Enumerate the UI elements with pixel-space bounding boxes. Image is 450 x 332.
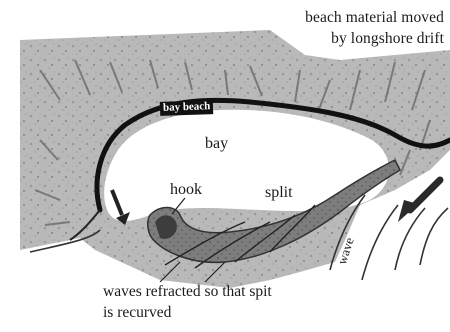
caption-line-1: waves refracted so that spit	[103, 284, 272, 300]
top-note-line-2: by longshore drift	[331, 31, 444, 47]
spit-label: split	[265, 185, 293, 201]
bay-beach-label: bay beach	[160, 100, 214, 116]
bay-label: bay	[205, 136, 228, 152]
top-note-line-1: beach material moved	[305, 10, 444, 26]
hook-label: hook	[170, 182, 202, 198]
caption-line-2: is recurved	[103, 305, 171, 321]
